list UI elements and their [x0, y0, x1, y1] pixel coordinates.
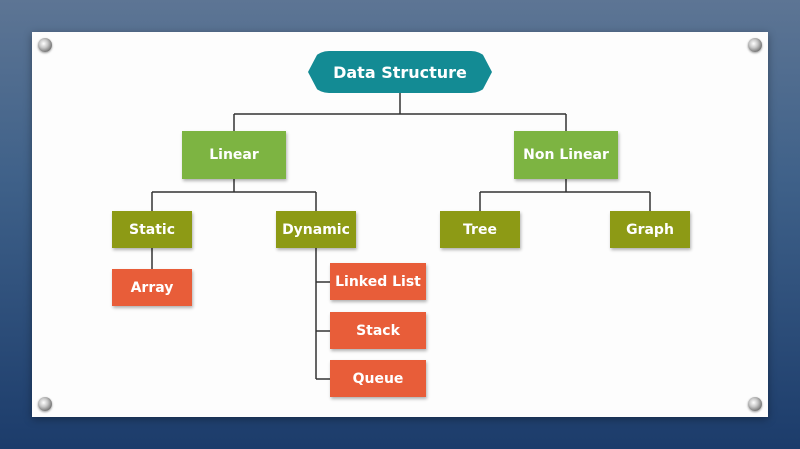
screw-bottom-left-icon [38, 397, 52, 411]
screw-bottom-right-icon [748, 397, 762, 411]
screw-top-left-icon [38, 38, 52, 52]
node-array: Array [112, 269, 192, 306]
screw-top-right-icon [748, 38, 762, 52]
node-data-structure: Data Structure [308, 51, 492, 93]
node-graph: Graph [610, 211, 690, 248]
node-linked-list: Linked List [330, 263, 426, 300]
node-static: Static [112, 211, 192, 248]
node-queue: Queue [330, 360, 426, 397]
node-stack: Stack [330, 312, 426, 349]
node-non-linear: Non Linear [514, 131, 618, 179]
node-linear: Linear [182, 131, 286, 179]
node-dynamic: Dynamic [276, 211, 356, 248]
node-tree: Tree [440, 211, 520, 248]
